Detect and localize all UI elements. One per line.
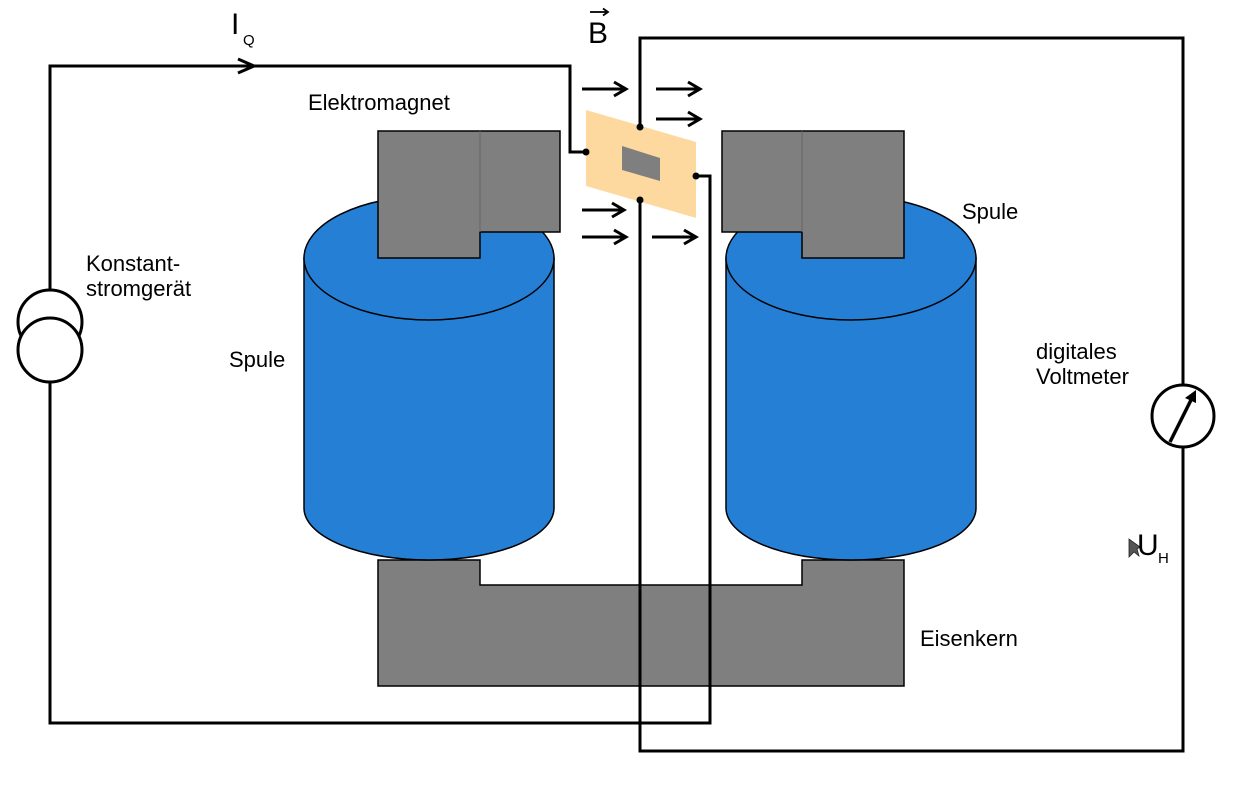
- voltage-subscript: H: [1158, 550, 1169, 567]
- field-symbol: B: [588, 17, 608, 50]
- core-label: Eisenkern: [920, 626, 1018, 651]
- field-arrow-icon: [582, 80, 629, 98]
- field-arrow-icon: [656, 80, 703, 98]
- magnet-label: Elektromagnet: [308, 90, 450, 115]
- current-source-icon: [16, 288, 84, 384]
- field-arrow-icon: [582, 228, 629, 246]
- pole-piece-left: [377, 130, 561, 259]
- current-symbol: I: [231, 8, 239, 41]
- hall-plate: [586, 110, 696, 218]
- voltmeter-label-line1: digitales: [1036, 339, 1117, 364]
- field-arrow-icon: [652, 228, 699, 246]
- pole-piece-right: [721, 130, 905, 259]
- vector-arrow-head: [602, 7, 610, 17]
- coil-left-label: Spule: [229, 347, 285, 372]
- coil-right-label: Spule: [962, 199, 1018, 224]
- source-label-line1: Konstant-: [86, 251, 180, 276]
- voltmeter-icon: [1150, 383, 1216, 449]
- current-subscript: Q: [243, 32, 255, 49]
- voltage-symbol: U: [1137, 529, 1159, 562]
- cursor-icon: [1128, 538, 1141, 558]
- field-arrows: [582, 80, 703, 246]
- current-circuit: [48, 64, 712, 725]
- source-label-line2: stromgerät: [86, 276, 191, 301]
- current-arrow-icon: [237, 57, 258, 75]
- contact-points: [582, 123, 700, 204]
- voltmeter-label-line2: Voltmeter: [1036, 364, 1129, 389]
- field-arrow-icon: [582, 201, 627, 219]
- hall-voltage-circuit: [638, 36, 1185, 753]
- field-arrow-icon: [656, 110, 703, 128]
